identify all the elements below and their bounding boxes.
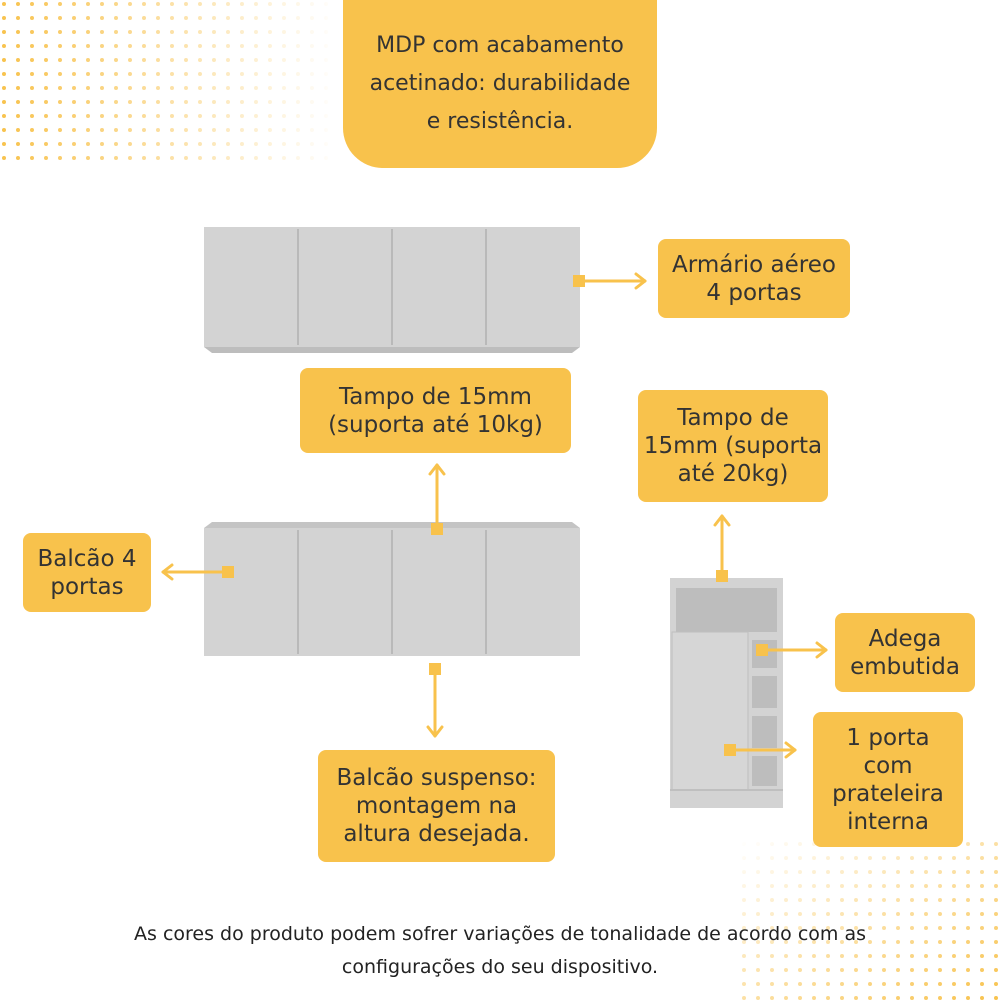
anchor-suspenso bbox=[429, 663, 441, 675]
anchor-porta bbox=[724, 744, 736, 756]
headline-box: MDP com acabamento acetinado: durabilida… bbox=[343, 0, 657, 168]
headline-line: e resistência. bbox=[426, 109, 574, 134]
arrow-tampo-balcao bbox=[428, 463, 446, 532]
callout-adega: Adega embutida bbox=[835, 613, 975, 692]
callout-suspenso: Balcão suspenso: montagem na altura dese… bbox=[318, 750, 555, 862]
headline-line: acetinado: durabilidade bbox=[369, 71, 631, 96]
disclaimer-line: As cores do produto podem sofrer variaçõ… bbox=[134, 923, 866, 945]
callout-line: Armário aéreo bbox=[672, 251, 836, 278]
callout-balcao: Balcão 4 portas bbox=[23, 533, 151, 612]
callout-line: Balcão 4 bbox=[37, 545, 137, 572]
callout-line: até 20kg) bbox=[677, 461, 789, 487]
callout-line: 15mm (suporta bbox=[643, 433, 823, 459]
arrow-armario bbox=[578, 272, 647, 290]
wine-cabinet bbox=[670, 578, 783, 808]
callout-line: interna bbox=[847, 808, 929, 835]
callout-line: com bbox=[863, 752, 913, 779]
wall-cabinet bbox=[204, 227, 580, 353]
anchor-armario bbox=[573, 275, 585, 287]
anchor-balcao bbox=[222, 566, 234, 578]
anchor-adega bbox=[756, 644, 768, 656]
callout-porta: 1 porta com prateleira interna bbox=[813, 712, 963, 847]
callout-line: Adega bbox=[868, 625, 942, 652]
arrow-suspenso bbox=[426, 668, 444, 738]
callout-line: montagem na bbox=[355, 793, 518, 819]
callout-line: Balcão suspenso: bbox=[336, 765, 537, 791]
callout-tampo-adega: Tampo de 15mm (suporta até 20kg) bbox=[638, 390, 828, 502]
callout-line: portas bbox=[50, 573, 124, 600]
dot-pattern-top-left bbox=[0, 0, 340, 160]
callout-line: altura desejada. bbox=[343, 821, 530, 847]
arrow-porta bbox=[728, 741, 797, 759]
arrow-balcao bbox=[161, 563, 230, 581]
anchor-tampo-adega bbox=[716, 570, 728, 582]
counter-cabinet bbox=[204, 522, 580, 656]
disclaimer-line: configurações do seu dispositivo. bbox=[341, 956, 659, 978]
callout-armario: Armário aéreo 4 portas bbox=[658, 239, 850, 318]
anchor-tampo-balcao bbox=[431, 523, 443, 535]
arrow-tampo-adega bbox=[713, 514, 731, 580]
callout-line: (suporta até 10kg) bbox=[328, 411, 543, 438]
callout-line: Tampo de bbox=[677, 405, 789, 431]
callout-line: 1 porta bbox=[846, 724, 930, 751]
dot-pattern-bottom-right bbox=[740, 840, 1000, 1000]
headline-text: MDP com acabamento acetinado: durabilida… bbox=[370, 27, 631, 141]
headline-line: MDP com acabamento bbox=[376, 33, 624, 58]
callout-line: embutida bbox=[850, 653, 960, 680]
callout-line: 4 portas bbox=[706, 279, 802, 306]
callout-line: Tampo de 15mm bbox=[339, 383, 532, 410]
callout-line: prateleira bbox=[832, 780, 944, 807]
arrow-adega bbox=[760, 641, 828, 659]
callout-tampo-balcao: Tampo de 15mm (suporta até 10kg) bbox=[300, 368, 571, 453]
disclaimer: As cores do produto podem sofrer variaçõ… bbox=[0, 918, 1000, 984]
